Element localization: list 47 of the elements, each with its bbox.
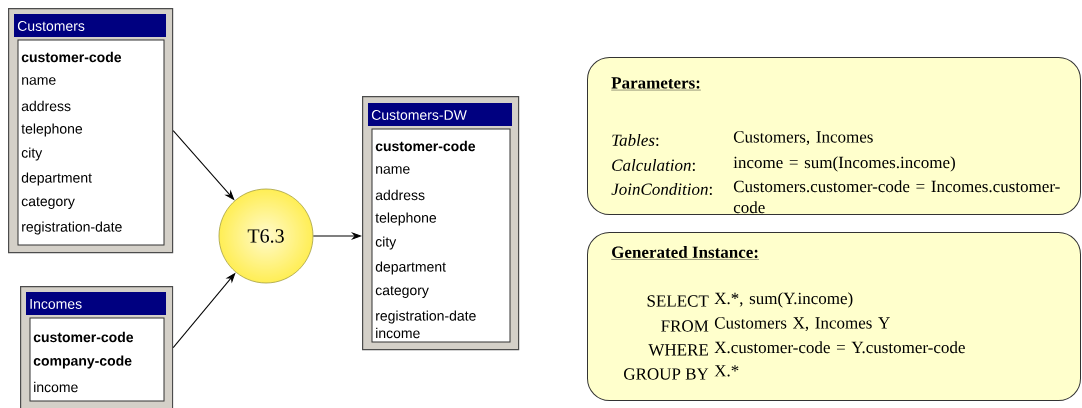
field-name: telephone [375, 212, 437, 226]
parameter-name: Calculation: [612, 159, 695, 171]
parameter-name: SELECT [647, 295, 709, 307]
parameter-name: WHERE [648, 344, 708, 356]
parameter-value: X.*, sum(Y.income) [714, 292, 853, 308]
parameter-name: GROUP BY [624, 368, 709, 380]
field-name: income [34, 381, 78, 393]
field-name: department [21, 172, 92, 186]
field-name: company-code [33, 355, 132, 369]
field-name: name [22, 77, 56, 85]
info-box [587, 57, 1081, 215]
field-name: category [21, 197, 75, 209]
parameter-value: Customers.customer-code = Incomes.customer-code [733, 180, 1060, 214]
parameter-name: FROM [661, 320, 709, 332]
field-name: customer-code [33, 331, 134, 343]
field-name: customer-code [375, 140, 476, 152]
info-box [587, 232, 1081, 401]
field-name: city [375, 236, 397, 250]
table-title: Customers [17, 21, 85, 31]
parameter-value: income = sum(Incomes.income) [733, 156, 955, 172]
parameter-name: JoinCondition: [611, 183, 712, 195]
parameter-value: X.* [714, 365, 739, 377]
box-heading: Generated Instance: [611, 246, 760, 260]
field-name: address [375, 189, 425, 201]
arrow [172, 273, 236, 349]
parameter-name: Tables: [612, 134, 659, 146]
field-name: income [376, 327, 420, 339]
field-name: registration-date [376, 310, 476, 324]
parameter-value: X.customer-code = Y.customer-code [714, 341, 965, 354]
field-name: customer-code [21, 51, 122, 63]
parameter-value: Customers, Incomes [733, 131, 873, 146]
table-window [8, 8, 174, 254]
table-title: Incomes [30, 299, 82, 309]
box-heading: Parameters: [611, 77, 702, 91]
arrow [312, 232, 362, 240]
field-name: department [375, 261, 446, 275]
arrow [172, 130, 235, 200]
table-window [362, 96, 520, 351]
field-name: address [21, 100, 71, 112]
parameter-value: Customers X, Incomes Y [714, 317, 890, 332]
field-name: registration-date [22, 221, 122, 235]
field-name: city [21, 147, 43, 161]
field-name: telephone [21, 123, 83, 137]
table-window [20, 286, 174, 408]
field-name: category [375, 286, 429, 298]
field-name: name [376, 166, 410, 174]
table-title: Customers-DW [371, 110, 467, 120]
